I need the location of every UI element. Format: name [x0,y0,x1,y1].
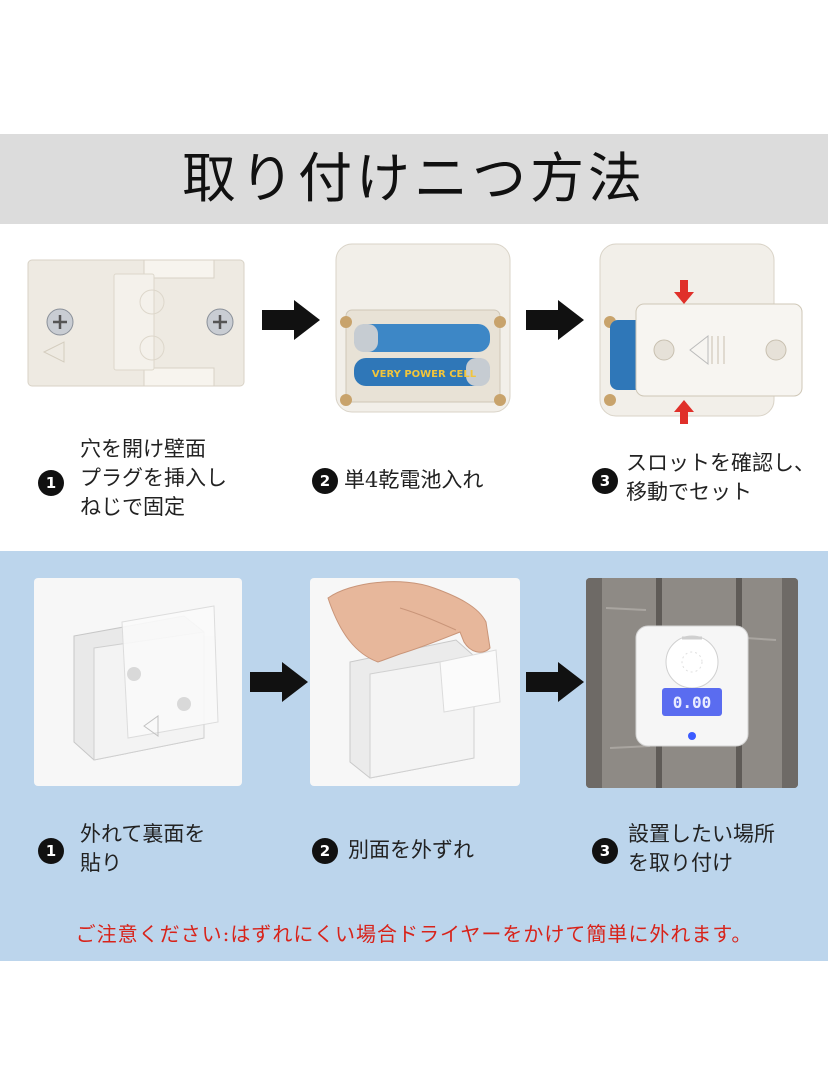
down-arrow-icon [674,280,694,304]
step-caption: 穴を開け壁面 プラグを挿入し ねじで固定 [80,437,227,519]
step-caption: 外れて裏面を 貼り [80,822,206,875]
caution-notice: ご注意ください:はずれにくい場合ドライヤーをかけて簡単に外れます。 [75,922,753,946]
cover-slide-image [599,243,803,424]
mounted-device-image: 0.00 [586,578,798,788]
tape-back-image [73,605,219,761]
step-caption: 単4乾電池入れ [344,468,484,492]
step-caption: 設置したい場所 を取り付け [628,822,775,875]
screw-icon [206,308,234,336]
step-number-badge: 3 [592,838,618,864]
step-caption: 別面を外ずれ [348,838,474,862]
right-arrow-icon [250,662,308,702]
step-number-badge: 1 [38,838,64,864]
lcd-readout: 0.00 [673,693,712,712]
step-number-badge: 1 [38,470,64,496]
hand-icon [327,581,491,663]
page-title: 取り付けニつ方法 [182,147,646,210]
mounted-device-card: 0.00 [586,578,798,788]
step-number-badge: 3 [592,468,618,494]
title-band [0,134,828,224]
tape-back-card [34,578,242,786]
step-caption: スロットを確認し、 移動でセット [626,451,815,504]
battery-compartment-image: VERY POWER CELL [335,243,511,413]
right-arrow-icon [262,300,320,340]
right-arrow-icon [526,662,584,702]
up-arrow-icon [674,400,694,424]
step-number-badge: 2 [312,468,338,494]
peel-tape-card [310,578,520,786]
screw-icon [46,308,74,336]
mounting-plate-image [27,259,245,387]
right-arrow-icon [526,300,584,340]
peel-tape-image [327,581,501,779]
step-number-badge: 2 [312,838,338,864]
battery-label: VERY POWER CELL [372,369,477,380]
